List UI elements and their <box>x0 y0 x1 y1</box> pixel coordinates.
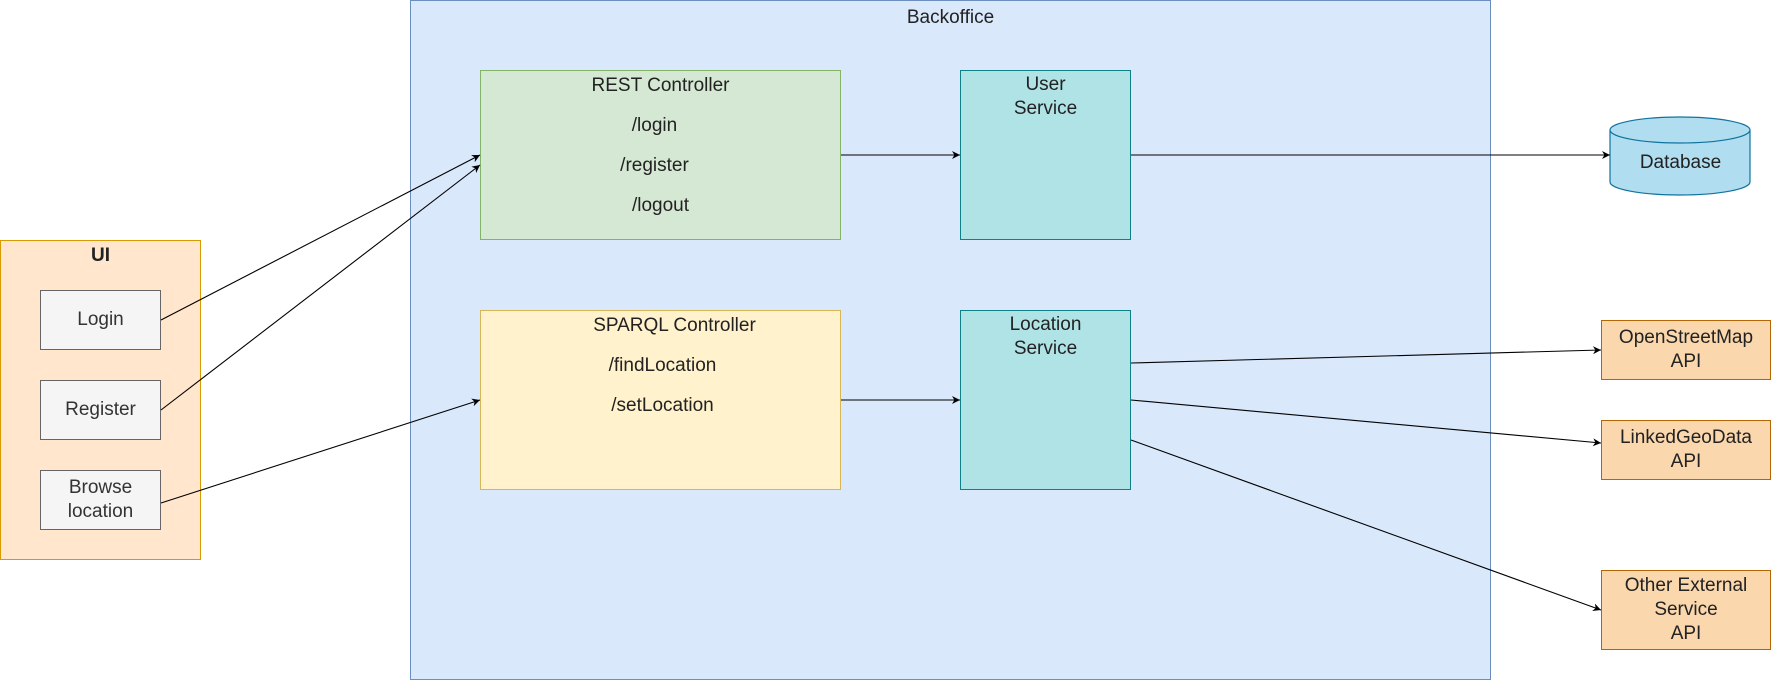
edge-location-to-other-api <box>1130 439 1602 612</box>
openstreetmap-api: OpenStreetMap API <box>1601 320 1771 380</box>
ui-title: UI <box>91 245 110 266</box>
edge-browse-to-sparql <box>160 398 481 504</box>
location-service-title: Location Service <box>1009 314 1082 359</box>
login-button[interactable]: Login <box>40 290 161 350</box>
location-service: Location Service <box>960 310 1131 490</box>
sparql-controller-title: SPARQL Controller <box>593 315 756 336</box>
database-cylinder-icon <box>1609 116 1751 196</box>
user-service: User Service <box>960 70 1131 240</box>
sparql-controller: SPARQL Controller /findLocation /setLoca… <box>480 310 841 490</box>
register-button[interactable]: Register <box>40 380 161 440</box>
linkedgeodata-api: LinkedGeoData API <box>1601 420 1771 480</box>
user-service-title: User Service <box>1013 74 1078 119</box>
endpoint-register: /register <box>620 155 689 176</box>
edge-register-to-rest <box>160 164 481 411</box>
other-external-service-api: Other External Service API <box>1601 570 1771 650</box>
endpoint-set-location: /setLocation <box>611 395 714 416</box>
rest-controller-title: REST Controller <box>591 75 730 96</box>
endpoint-find-location: /findLocation <box>608 355 717 376</box>
edge-location-to-linkedgeodata <box>1130 399 1602 447</box>
edge-login-to-rest <box>160 154 481 321</box>
edge-location-to-openstreetmap <box>1130 346 1602 364</box>
rest-controller: REST Controller /login /register /logout <box>480 70 841 240</box>
endpoint-logout: /logout <box>631 195 690 216</box>
endpoint-login: /login <box>631 115 678 136</box>
browse-location-button[interactable]: Browse location <box>40 470 161 530</box>
database-label: Database <box>1639 152 1722 173</box>
backoffice-title: Backoffice <box>906 7 995 28</box>
